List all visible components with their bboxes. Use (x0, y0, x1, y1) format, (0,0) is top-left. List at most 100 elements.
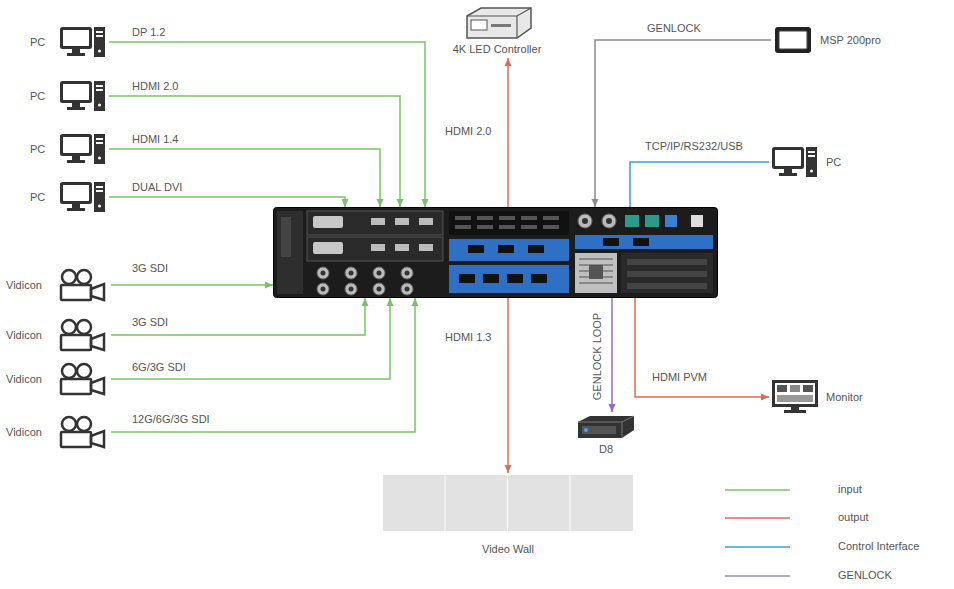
icon-part (449, 211, 569, 235)
camera-source: Vidicon (6, 362, 108, 396)
icon-part (313, 242, 343, 254)
icon-part (784, 168, 792, 173)
camera-source: Vidicon (6, 318, 108, 352)
connector (592, 40, 772, 207)
legend-line (725, 517, 790, 519)
pc-icon (772, 146, 818, 178)
icon-part (98, 50, 101, 53)
icon-part (62, 136, 91, 155)
icon-part (96, 31, 103, 33)
mon-icon (772, 380, 818, 414)
icon-part (531, 274, 547, 283)
icon-part (579, 259, 613, 283)
icon-part (405, 287, 410, 292)
icon-part (373, 283, 385, 295)
icon-part (62, 320, 76, 334)
icon-part (383, 475, 633, 531)
icon-part (772, 146, 818, 178)
pc-source: PC (30, 133, 106, 165)
connector-line (630, 162, 769, 207)
icon-part (575, 253, 617, 293)
icon-part (60, 26, 106, 58)
connector (109, 96, 404, 207)
icon-part (377, 271, 382, 276)
icon-part (774, 149, 803, 168)
device-label: MSP 200pro (820, 34, 881, 47)
icon-part (543, 216, 559, 220)
dev-icon (273, 207, 718, 298)
icon-part (307, 237, 443, 261)
icon-part (627, 259, 707, 265)
legend-text: Control Interface (838, 540, 919, 553)
icon-part (803, 385, 813, 392)
connector (109, 149, 384, 207)
icon-part (477, 225, 493, 229)
video-processor (273, 207, 718, 298)
connector (109, 197, 349, 207)
icon-part (72, 48, 80, 53)
icon-part (72, 203, 80, 208)
icon-part (317, 267, 329, 279)
icon-part (405, 271, 410, 276)
icon-part (61, 432, 91, 447)
icon-part (62, 184, 91, 203)
icon-part (274, 208, 718, 298)
device-label: Vidicon (6, 426, 54, 439)
icon-part (584, 428, 588, 432)
icon-part (521, 216, 537, 220)
icon-part (774, 382, 817, 406)
connector (109, 42, 429, 207)
icon-part (777, 395, 813, 402)
connector (609, 298, 616, 412)
signal-label: GENLOCK (645, 22, 703, 35)
signal-label: HDMI 1.3 (443, 331, 493, 344)
icon-part (784, 410, 806, 413)
icon-part (645, 215, 659, 227)
icon-part (395, 218, 409, 225)
connector (111, 298, 419, 432)
icon-part (273, 207, 718, 298)
icon-part (774, 26, 812, 54)
icon-part (58, 318, 108, 352)
icon-part (94, 81, 105, 111)
connector-line (507, 298, 509, 473)
connector-line (109, 197, 345, 207)
arrow-head (592, 199, 599, 207)
camera-source: Vidicon (6, 268, 108, 302)
icon-part (806, 147, 817, 177)
icon-part (467, 8, 531, 38)
arrow-head (412, 298, 419, 306)
icon-part (775, 27, 811, 53)
icon-part (691, 215, 703, 227)
icon-part (499, 225, 515, 229)
icon-part (498, 245, 514, 253)
legend-line (725, 575, 790, 577)
cam-icon (58, 318, 108, 352)
icon-part (528, 245, 544, 253)
icon-part (349, 271, 354, 276)
arrow-head (342, 199, 349, 207)
arrow-head (265, 282, 273, 289)
camera-source: Vidicon (6, 415, 108, 449)
icon-part (419, 218, 433, 225)
icon-part (808, 155, 815, 157)
icon-part (449, 265, 569, 293)
connector-line (111, 298, 415, 432)
icon-part (602, 214, 616, 228)
sync-generator: MSP 200pro (774, 26, 881, 54)
arrow-head (505, 58, 512, 66)
icon-part (61, 379, 91, 394)
icon-part (582, 218, 588, 224)
icon-part (67, 160, 85, 163)
icon-part (377, 287, 382, 292)
arrow-head (387, 298, 394, 306)
icon-part (508, 475, 570, 531)
icon-part (281, 217, 291, 257)
arrow-head (397, 199, 404, 207)
pc-icon (60, 26, 106, 58)
pc-icon (60, 181, 106, 213)
connector (505, 298, 512, 473)
icon-part (62, 270, 76, 284)
icon-part (810, 170, 813, 173)
